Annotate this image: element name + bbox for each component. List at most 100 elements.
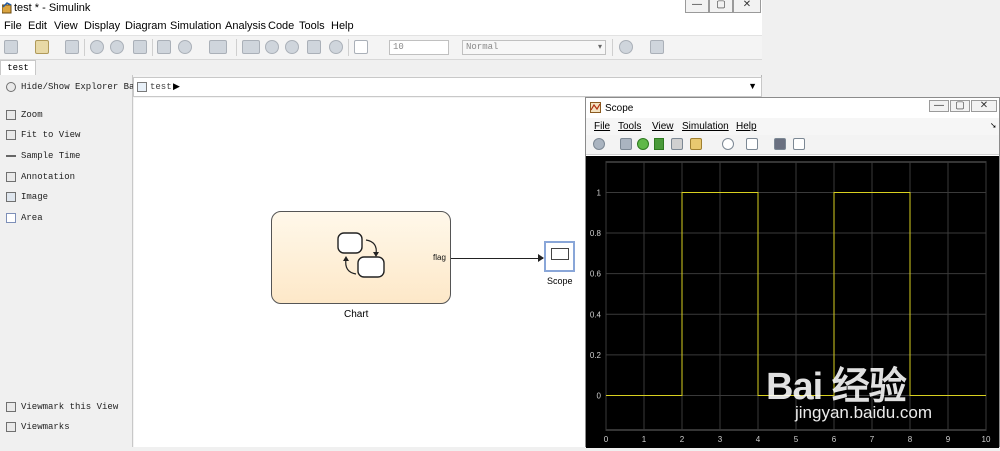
edit-properties-icon[interactable]	[793, 138, 805, 150]
menu-code[interactable]: Code	[268, 20, 295, 32]
close-icon: ✕	[979, 100, 989, 111]
sidebar-item-label: Viewmarks	[21, 422, 70, 432]
x-tick-label: 0	[604, 435, 609, 444]
x-tick-label: 2	[680, 435, 685, 444]
tab-test[interactable]: test	[0, 60, 36, 75]
chevron-down-icon[interactable]: ▼	[748, 81, 757, 91]
stop-icon[interactable]	[671, 138, 683, 150]
scope-menu-view[interactable]: View	[652, 121, 674, 132]
stop-icon[interactable]	[329, 40, 343, 54]
model-advisor-icon[interactable]	[619, 40, 633, 54]
zoom-in-icon[interactable]	[722, 138, 734, 150]
scope-titlebar: Scope — ▢ ✕	[586, 98, 999, 117]
y-tick-label: 0.4	[590, 310, 602, 319]
menu-display[interactable]: Display	[84, 20, 121, 32]
up-level-icon[interactable]	[133, 40, 147, 54]
x-tick-label: 1	[642, 435, 647, 444]
pause-icon[interactable]	[265, 40, 279, 54]
zoom-icon	[6, 110, 16, 120]
settings-gear-icon[interactable]	[593, 138, 605, 150]
step-forward-icon[interactable]	[307, 40, 321, 54]
back-icon[interactable]	[90, 40, 104, 54]
chart-block-label: Chart	[344, 309, 369, 320]
image-icon	[6, 192, 16, 202]
scope-menu-file[interactable]: File	[594, 121, 611, 132]
x-tick-label: 9	[946, 435, 951, 444]
scope-menubar: File Tools View Simulation Help ➘	[586, 118, 999, 135]
step-forward-icon[interactable]	[654, 138, 664, 150]
forward-icon[interactable]	[110, 40, 124, 54]
new-model-icon[interactable]	[4, 40, 18, 54]
y-tick-label: 0.2	[590, 351, 602, 360]
x-tick-label: 4	[756, 435, 761, 444]
maximize-button[interactable]: ▢	[709, 0, 733, 13]
sidebar-item-image[interactable]: Image	[0, 190, 133, 206]
viewmark-icon	[6, 402, 16, 412]
sidebar-item-area[interactable]: Area	[0, 211, 133, 227]
sidebar-item-sample-time[interactable]: Sample Time	[0, 149, 133, 165]
menu-tools[interactable]: Tools	[299, 20, 325, 32]
explorer-bar-icon	[6, 82, 16, 92]
menu-diagram[interactable]: Diagram	[125, 20, 167, 32]
open-model-icon[interactable]	[35, 40, 49, 54]
scope-toolbar	[586, 135, 999, 155]
scope-screen-icon	[551, 248, 569, 260]
y-tick-label: 1	[597, 188, 602, 197]
minimize-button[interactable]: —	[685, 0, 709, 13]
dock-icon[interactable]: ➘	[990, 121, 997, 130]
scope-maximize-button[interactable]: ▢	[950, 100, 970, 112]
scope-close-button[interactable]: ✕	[971, 100, 997, 112]
cursor-measurement-icon[interactable]	[774, 138, 786, 150]
simulation-mode-select[interactable]: Normal ▾	[462, 40, 606, 55]
toolbar: 10 Normal ▾	[0, 36, 762, 60]
menu-edit[interactable]: Edit	[28, 20, 47, 32]
sidebar-item-label: Fit to View	[21, 130, 81, 140]
sidebar-item-hide-show-explorer-bar[interactable]: Hide/Show Explorer Bar	[0, 80, 140, 96]
run-icon[interactable]	[285, 40, 299, 54]
sidebar-item-label: Zoom	[21, 110, 43, 120]
run-icon[interactable]	[637, 138, 649, 150]
simulink-logo-icon	[2, 2, 12, 14]
scope-menu-tools[interactable]: Tools	[618, 121, 642, 132]
build-icon[interactable]	[650, 40, 664, 54]
address-bar[interactable]: test ▶ ▼	[133, 77, 762, 97]
save-icon[interactable]	[65, 40, 79, 54]
highlight-icon[interactable]	[690, 138, 702, 150]
data-inspector-icon[interactable]	[354, 40, 368, 54]
model-explorer-icon[interactable]	[209, 40, 227, 54]
scope-menu-simulation[interactable]: Simulation	[682, 121, 729, 132]
sidebar-item-viewmark-this-view[interactable]: Viewmark this View	[0, 400, 133, 416]
menu-view[interactable]: View	[54, 20, 78, 32]
annotation-icon	[6, 172, 16, 182]
sidebar-item-label: Area	[21, 213, 43, 223]
scope-menu-help[interactable]: Help	[736, 121, 757, 132]
x-tick-label: 3	[718, 435, 723, 444]
menu-file[interactable]: File	[4, 20, 22, 32]
signal-line[interactable]	[451, 258, 543, 259]
stateflow-icon	[337, 232, 385, 278]
model-config-icon[interactable]	[178, 40, 192, 54]
library-browser-icon[interactable]	[157, 40, 171, 54]
stateflow-chart-block[interactable]	[271, 211, 451, 304]
menu-help[interactable]: Help	[331, 20, 354, 32]
sidebar-item-annotation[interactable]: Annotation	[0, 170, 133, 186]
menu-analysis[interactable]: Analysis	[225, 20, 266, 32]
close-icon: ✕	[742, 0, 752, 10]
scope-minimize-button[interactable]: —	[929, 100, 949, 112]
step-back-icon[interactable]	[620, 138, 632, 150]
sidebar-item-label: Sample Time	[21, 151, 81, 161]
y-tick-label: 0.8	[590, 229, 602, 238]
scope-block[interactable]	[544, 241, 575, 272]
sidebar-item-zoom[interactable]: Zoom	[0, 108, 133, 124]
toolbar-separator	[348, 39, 349, 56]
menu-simulation[interactable]: Simulation	[170, 20, 222, 32]
address-path[interactable]: test	[150, 82, 172, 92]
simulation-mode-value: Normal	[466, 42, 499, 52]
sidebar-item-viewmarks[interactable]: Viewmarks	[0, 420, 133, 436]
close-button[interactable]: ✕	[733, 0, 761, 13]
fit-to-view-icon[interactable]	[746, 138, 758, 150]
sidebar-item-fit-to-view[interactable]: Fit to View	[0, 128, 133, 144]
step-back-icon[interactable]	[242, 40, 260, 54]
stop-time-input[interactable]: 10	[389, 40, 449, 55]
